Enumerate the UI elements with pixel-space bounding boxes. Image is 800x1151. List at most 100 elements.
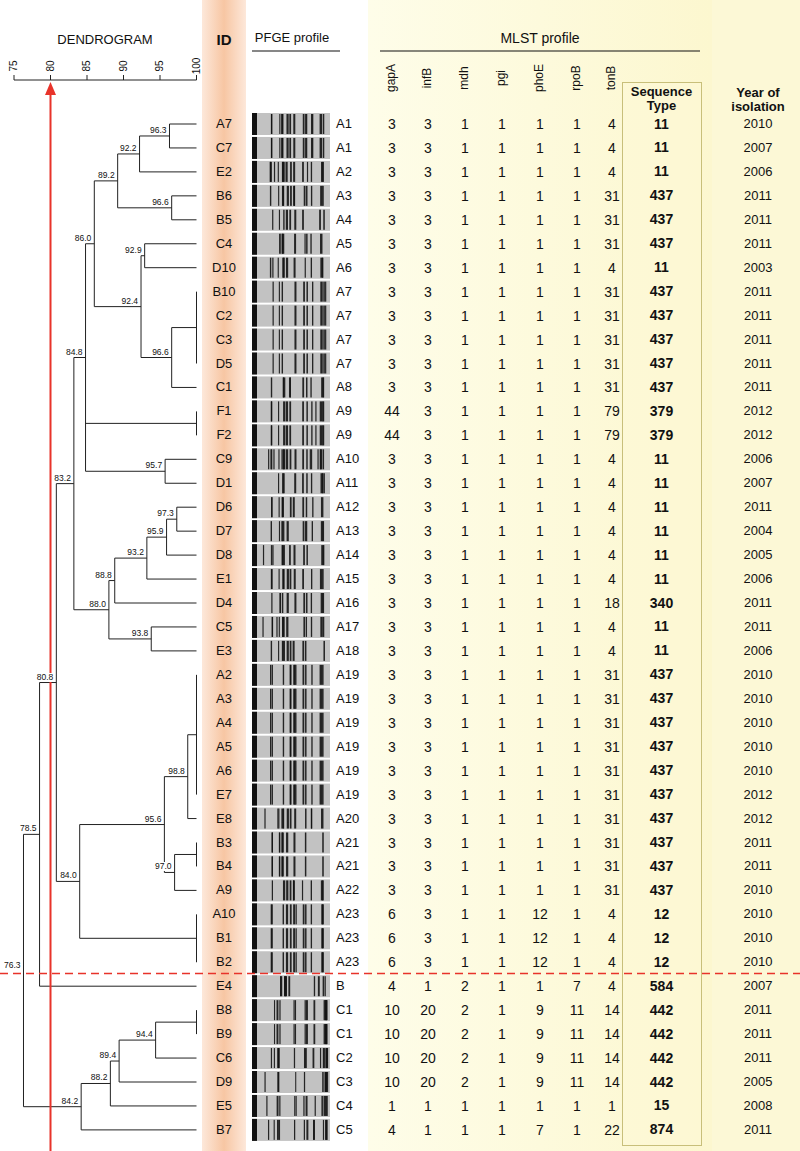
dendrogram-branch <box>164 776 187 777</box>
gel-band <box>293 880 295 900</box>
gel-band <box>279 1024 280 1044</box>
gel-band <box>325 1048 328 1068</box>
gel-band <box>279 617 280 637</box>
isolation-year: 2011 <box>744 1003 772 1018</box>
allele-number: 1 <box>573 499 581 515</box>
dendrogram-branch <box>140 171 197 172</box>
allele-number: 4 <box>608 451 616 467</box>
gel-band <box>279 330 280 350</box>
gel-band <box>283 210 284 230</box>
gel-band <box>303 545 305 565</box>
gel-well <box>252 209 257 231</box>
pfge-profile: A21 <box>336 859 359 874</box>
pfge-profile: A14 <box>336 548 359 563</box>
gel-band <box>278 1072 279 1092</box>
gel-band <box>294 665 295 685</box>
gel-band <box>271 114 272 134</box>
gel-band <box>303 689 305 709</box>
gel-band <box>323 1048 325 1068</box>
allele-number: 3 <box>424 212 432 228</box>
gel-band <box>311 401 312 421</box>
gel-band <box>325 1024 327 1044</box>
allele-number: 14 <box>604 1074 620 1090</box>
gel-ground <box>252 113 330 135</box>
gel-band <box>293 641 295 661</box>
allele-number: 14 <box>604 1026 620 1042</box>
gel-band <box>326 1048 328 1068</box>
gel-band <box>279 282 280 302</box>
year-column-ground <box>712 0 800 1151</box>
gel-ground <box>252 855 330 877</box>
allele-number: 1 <box>461 811 469 827</box>
gel-band <box>303 761 305 781</box>
gel-band <box>272 689 273 709</box>
gel-band <box>294 186 295 206</box>
scale-value: 75 <box>8 60 20 71</box>
gel-band <box>294 306 296 326</box>
allele-number: 4 <box>608 260 616 276</box>
allele-number: 31 <box>604 379 620 395</box>
allele-number: 1 <box>498 1098 506 1114</box>
gel-band <box>272 880 273 900</box>
allele-number: 3 <box>388 140 396 156</box>
dendrogram-branch <box>156 1022 197 1023</box>
gel-band <box>302 449 304 469</box>
gel-lane <box>252 975 330 997</box>
gel-band <box>277 1072 279 1092</box>
gel-band <box>311 593 312 613</box>
allele-number: 1 <box>498 882 506 898</box>
isolation-year: 2011 <box>744 380 772 395</box>
allele-number: 31 <box>604 787 620 803</box>
isolate-id: F2 <box>216 428 231 443</box>
allele-number: 4 <box>608 906 616 922</box>
allele-number: 3 <box>424 355 432 371</box>
allele-number: 1 <box>536 379 544 395</box>
allele-number: 1 <box>498 308 506 324</box>
gel-well <box>252 305 257 327</box>
gel-band <box>322 689 324 709</box>
isolation-year: 2006 <box>744 643 773 658</box>
gel-band <box>304 234 305 254</box>
gel-band <box>280 234 281 254</box>
gel-band <box>320 737 322 757</box>
allele-number: 3 <box>424 906 432 922</box>
allele-number: 1 <box>573 188 581 204</box>
gel-band <box>272 713 273 733</box>
isolation-year: 2012 <box>744 428 773 443</box>
gel-band <box>277 1048 279 1068</box>
allele-number: 4 <box>608 930 616 946</box>
gel-band <box>268 449 269 469</box>
pfge-profile: A19 <box>336 715 359 730</box>
gel-band <box>270 785 271 805</box>
dendrogram-branch <box>145 243 197 244</box>
gel-band <box>304 186 306 206</box>
panel-header: DENDROGRAM <box>57 33 152 48</box>
allele-number: 1 <box>498 715 506 731</box>
gel-band <box>325 1072 327 1092</box>
gel-band <box>320 785 322 805</box>
gel-lane <box>252 616 330 638</box>
gel-band <box>274 1120 275 1140</box>
gel-band <box>272 761 273 781</box>
allele-number: 3 <box>424 332 432 348</box>
allele-number: 1 <box>573 260 581 276</box>
gel-well <box>252 1071 257 1093</box>
gene-name: gapA <box>385 64 399 92</box>
gel-band <box>295 689 296 709</box>
gel-band <box>294 809 296 829</box>
allele-number: 1 <box>461 595 469 611</box>
gel-band <box>290 928 292 948</box>
gel-band <box>302 401 304 421</box>
isolate-id: C9 <box>216 452 233 467</box>
allele-number: 1 <box>573 236 581 252</box>
gel-band <box>278 162 279 182</box>
gel-band <box>311 569 312 589</box>
gel-band <box>312 497 313 517</box>
gel-lane <box>252 1047 330 1069</box>
gel-lane <box>252 233 330 255</box>
gel-band <box>320 473 322 493</box>
gel-band <box>282 282 283 302</box>
allele-number: 31 <box>604 284 620 300</box>
isolation-year: 2011 <box>744 859 772 874</box>
gel-band <box>320 761 322 781</box>
